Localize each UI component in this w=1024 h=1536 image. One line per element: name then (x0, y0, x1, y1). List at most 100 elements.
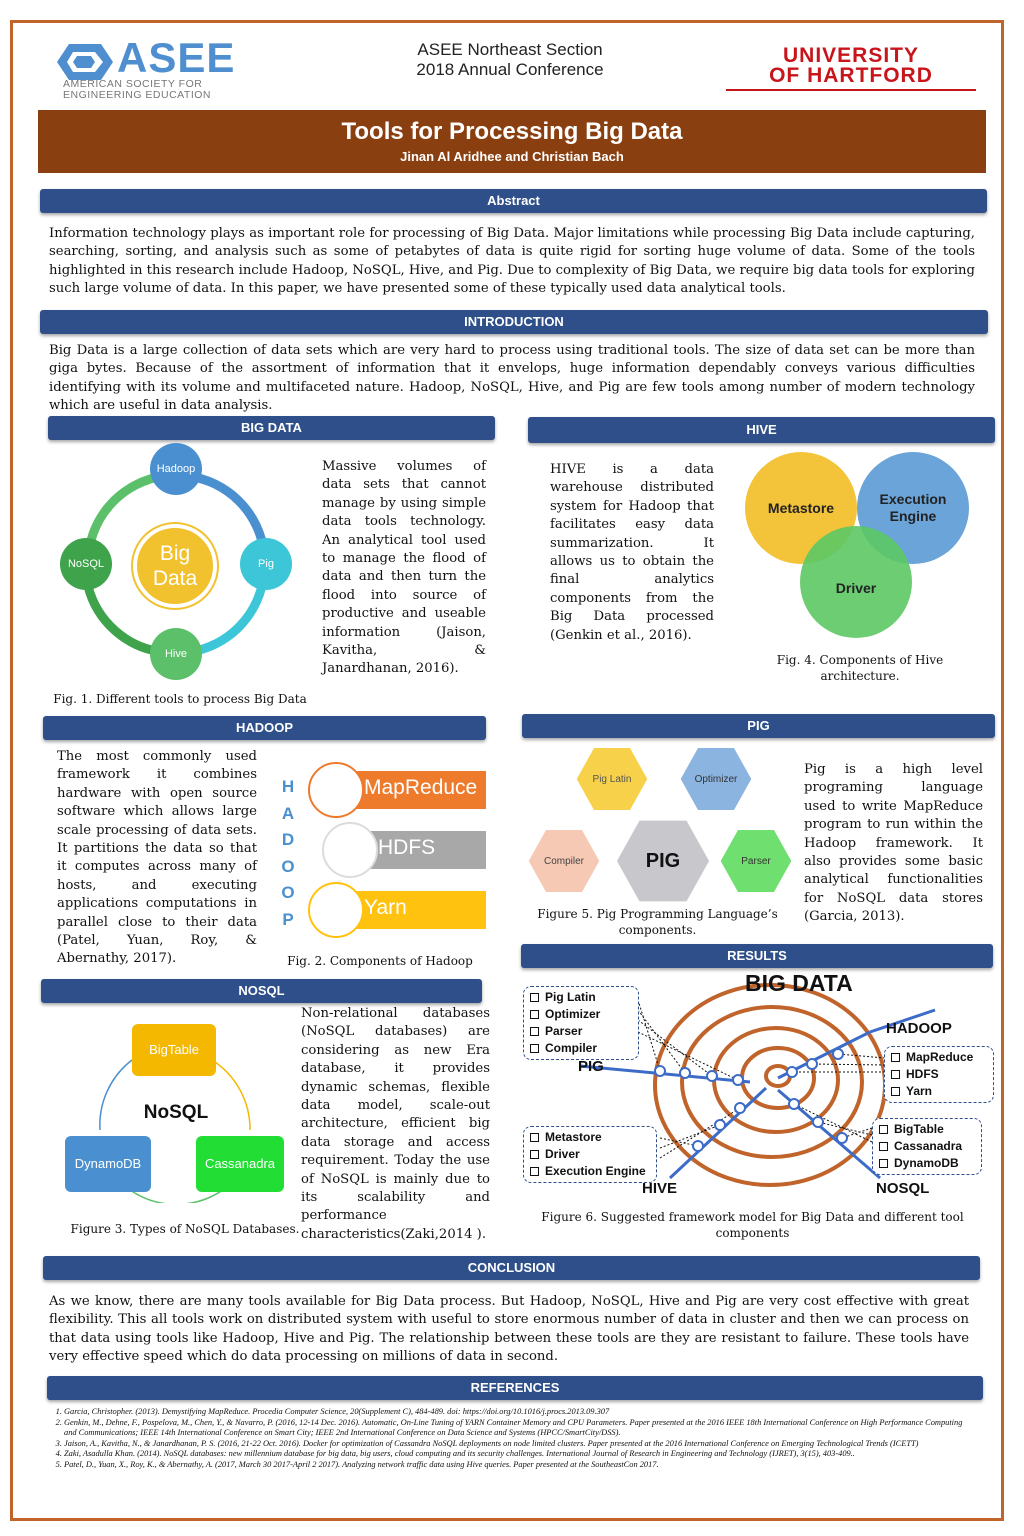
results-hadoop-item: MapReduce (891, 1049, 987, 1066)
reference-item: Genkin, M., Dehne, F., Pospelova, M., Ch… (64, 1418, 976, 1439)
asee-logo-sub1: AMERICAN SOCIETY FOR (63, 78, 203, 90)
hartford-underline (726, 89, 976, 91)
pig-caption: Figure 5. Pig Programming Language’s com… (537, 907, 778, 937)
results-title: BIG DATA (745, 970, 853, 996)
results-diagram: BIG DATA HADOOP PIG HIVE NOSQL Pig Latin… (520, 970, 1000, 1205)
big-data-caption: Fig. 1. Different tools to process Big D… (53, 692, 307, 706)
poster-frame (10, 20, 1004, 1521)
results-heading: RESULTS (521, 944, 993, 968)
pig-text: Pig is a high level programing language … (804, 762, 983, 925)
results-pig-item: Pig Latin (530, 989, 632, 1006)
poster-authors: Jinan Al Aridhee and Christian Bach (400, 149, 624, 164)
results-hadoop-item-label: MapReduce (906, 1050, 974, 1064)
big-data-node-pig: Pig (240, 538, 292, 590)
hadoop-text: The most commonly used framework it comb… (57, 749, 257, 967)
results-nosql-item-label: Cassanadra (894, 1139, 963, 1153)
pig-hex-pig-latin: Pig Latin (576, 747, 648, 811)
pig-hex-center-label: PIG (645, 849, 681, 872)
nosql-node-bigtable: BigTable (132, 1024, 216, 1076)
hadoop-letter-o1: O (281, 856, 295, 876)
conference-title: ASEE Northeast Section 2018 Annual Confe… (340, 40, 680, 80)
abstract-heading: Abstract (40, 189, 987, 213)
pig-hex-parser: Parser (720, 829, 792, 893)
results-label-hive: HIVE (642, 1180, 678, 1197)
introduction-heading: INTRODUCTION (40, 310, 988, 334)
big-data-node-nosql: NoSQL (60, 538, 112, 590)
conference-line1: ASEE Northeast Section (417, 40, 603, 59)
results-hive-item-label: Driver (545, 1147, 580, 1161)
hadoop-label-hdfs: HDFS (378, 836, 436, 859)
conclusion-text: As we know, there are many tools availab… (49, 1294, 969, 1365)
results-hive-item-label: Execution Engine (545, 1164, 646, 1178)
nosql-caption: Figure 3. Types of NoSQL Databases. (70, 1222, 300, 1236)
results-nosql-items: BigTable Cassanadra DynamoDB (872, 1118, 982, 1175)
conference-line2: 2018 Annual Conference (416, 60, 604, 79)
asee-logo-sub2: ENGINEERING EDUCATION (63, 89, 211, 101)
nosql-heading: NOSQL (41, 979, 482, 1003)
hadoop-vertical-title: H A D O O P (278, 774, 298, 933)
hadoop-circle-1 (308, 762, 364, 818)
nosql-node-dynamodb-label: DynamoDB (74, 1156, 142, 1171)
title-bar: Tools for Processing Big Data Jinan Al A… (38, 110, 986, 173)
results-hadoop-item-label: HDFS (906, 1067, 939, 1081)
results-label-nosql: NOSQL (876, 1180, 930, 1197)
results-nosql-item: Cassanadra (879, 1138, 975, 1155)
results-caption: Figure 6. Suggested framework model for … (541, 1210, 964, 1240)
results-pig-item-label: Pig Latin (545, 990, 596, 1004)
big-data-node-hadoop-label: Hadoop (156, 463, 196, 475)
results-pig-item-label: Compiler (545, 1041, 598, 1055)
asee-logo: ASEE AMERICAN SOCIETY FOR ENGINEERING ED… (55, 34, 265, 102)
pig-hex-optimizer: Optimizer (680, 747, 752, 811)
hive-caption: Fig. 4. Components of Hive architecture. (776, 653, 944, 683)
hive-venn: Metastore Execution Engine Driver (745, 450, 975, 640)
hive-venn-metastore-label: Metastore (767, 500, 835, 516)
references-list: Garcia, Christopher. (2013). Demystifyin… (64, 1407, 976, 1471)
results-hadoop-item: HDFS (891, 1066, 987, 1083)
hadoop-letter-d: D (281, 830, 295, 849)
hadoop-heading: HADOOP (43, 716, 486, 740)
pig-hex-diagram: Pig Latin Optimizer Compiler PIG Parser (528, 744, 798, 904)
hive-venn-driver-label: Driver (835, 580, 877, 596)
pig-hex-parser-label: Parser (741, 855, 771, 867)
results-pig-item: Parser (530, 1023, 632, 1040)
results-nosql-item-label: BigTable (894, 1122, 944, 1136)
asee-logo-icon (57, 44, 113, 80)
big-data-node-pig-label: Pig (258, 558, 274, 570)
nosql-node-dynamodb: DynamoDB (65, 1136, 151, 1192)
big-data-node-hadoop: Hadoop (150, 443, 202, 495)
nosql-diagram: BigTable DynamoDB Cassanadra NoSQL (60, 1018, 290, 1203)
hartford-logo: UNIVERSITY OF HARTFORD (726, 44, 976, 91)
reference-item: Garcia, Christopher. (2013). Demystifyin… (64, 1407, 976, 1418)
big-data-diagram: Big Data Hadoop Pig Hive NoSQL (50, 440, 300, 680)
introduction-text: Big Data is a large collection of data s… (49, 343, 975, 414)
results-pig-item: Optimizer (530, 1006, 632, 1023)
results-hadoop-items: MapReduce HDFS Yarn (884, 1046, 994, 1103)
pig-hex-compiler-label: Compiler (543, 855, 584, 867)
pig-hex-compiler: Compiler (528, 829, 600, 893)
hadoop-letter-o2: O (281, 883, 295, 902)
references-heading: REFERENCES (47, 1376, 983, 1400)
hadoop-circle-2 (322, 822, 378, 878)
reference-item: Jaison, A., Kavitha, N., & Janardhanan, … (64, 1439, 976, 1450)
abstract-text: Information technology plays as importan… (49, 226, 975, 297)
results-nosql-item-label: DynamoDB (894, 1156, 959, 1170)
pig-hex-center: PIG (616, 820, 710, 902)
hadoop-letter-h: H (281, 777, 295, 796)
results-nosql-item: DynamoDB (879, 1155, 975, 1172)
pig-heading: PIG (522, 714, 995, 738)
results-label-pig: PIG (578, 1058, 604, 1075)
hadoop-components: MapReduce HDFS Yarn (300, 760, 490, 940)
results-pig-item-label: Parser (545, 1024, 583, 1038)
results-hive-item-label: Metastore (545, 1130, 602, 1144)
reference-item: Patel, D., Yuan, X., Roy, K., & Abernath… (64, 1460, 976, 1471)
nosql-center-label: NoSQL (143, 1102, 209, 1123)
results-nosql-item: BigTable (879, 1121, 975, 1138)
big-data-node-nosql-label: NoSQL (67, 558, 105, 570)
hartford-line1: UNIVERSITY (782, 44, 920, 67)
big-data-text: Massive volumes of data sets that cannot… (322, 459, 486, 677)
big-data-center-label: Big Data (152, 542, 198, 590)
big-data-heading: BIG DATA (48, 416, 495, 440)
hadoop-caption: Fig. 2. Components of Hadoop (287, 954, 473, 968)
asee-logo-text: ASEE (117, 34, 236, 81)
hadoop-bar-mapreduce (340, 771, 486, 809)
